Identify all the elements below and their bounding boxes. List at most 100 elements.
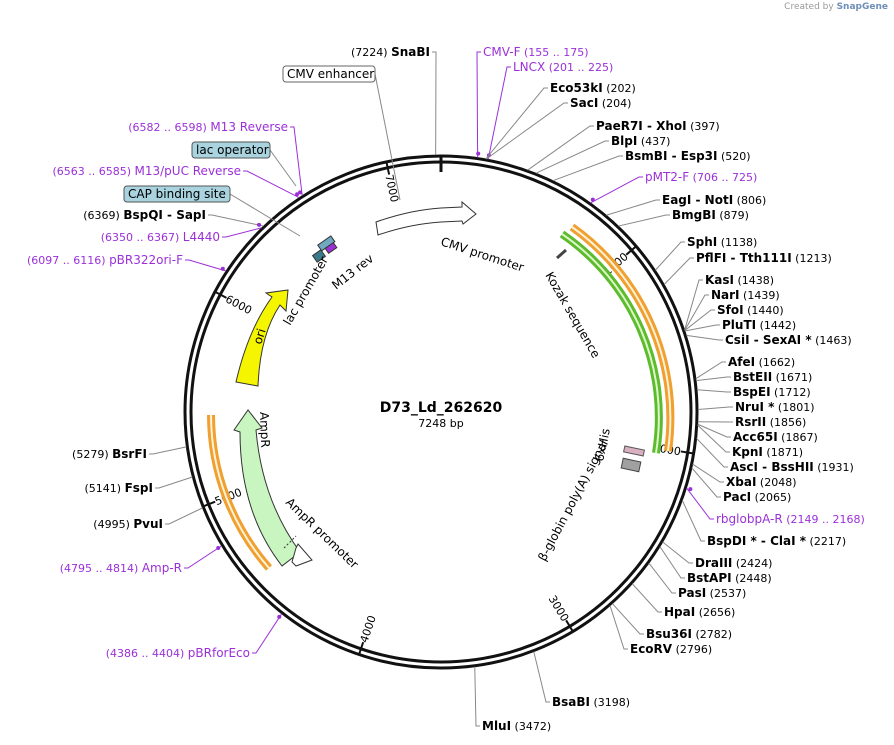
- enzyme-label[interactable]: PacI (2065): [723, 490, 791, 504]
- primer-label[interactable]: (4386 .. 4404) pBRforEco: [106, 646, 250, 660]
- enzyme-position: (2656): [695, 606, 735, 619]
- enzyme-label[interactable]: BstAPI (2448): [687, 571, 772, 585]
- primer-label[interactable]: (6563 .. 6585) M13/pUC Reverse: [52, 164, 241, 178]
- enzyme-name: BsmBI - Esp3I: [625, 149, 717, 163]
- enzyme-name: PluTI: [722, 318, 756, 332]
- leader-line: [609, 605, 628, 650]
- orf-green-arc-inner: [561, 233, 660, 454]
- leader-line: [695, 361, 726, 380]
- cap-box[interactable]: [123, 185, 231, 203]
- enzyme-label[interactable]: SfoI (1440): [717, 303, 784, 317]
- enzyme-label[interactable]: SacI (204): [570, 96, 631, 110]
- primer-label[interactable]: (6350 .. 6367) L4440: [101, 230, 220, 244]
- enzyme-position: (806): [733, 194, 766, 207]
- 6xhis-mark[interactable]: [623, 445, 645, 457]
- primer-site-mark: [216, 545, 221, 550]
- enzyme-label[interactable]: CsiI - SexAI * (1463): [725, 333, 852, 347]
- enzyme-label[interactable]: XbaI (2048): [726, 475, 796, 489]
- enzyme-label[interactable]: BspDI * - ClaI * (2217): [707, 534, 846, 548]
- enzyme-label[interactable]: SphI (1138): [687, 235, 757, 249]
- primer-range: (6582 .. 6598): [128, 121, 210, 134]
- primer-label[interactable]: LNCX (201 .. 225): [513, 60, 613, 74]
- credit-brand: SnapGene: [836, 2, 888, 12]
- kozak-mark[interactable]: [556, 248, 567, 260]
- enzyme-label[interactable]: (7224) SnaBI: [351, 45, 430, 59]
- enzyme-label[interactable]: AscI - BssHII (1931): [730, 460, 854, 474]
- enzyme-label[interactable]: PaeR7I - XhoI (397): [596, 119, 720, 133]
- primer-label[interactable]: (6582 .. 6598) M13 Reverse: [128, 120, 288, 134]
- primer-label[interactable]: CMV-F (155 .. 175): [483, 45, 589, 59]
- enzyme-label[interactable]: BsmBI - Esp3I (520): [625, 149, 751, 163]
- enzyme-label[interactable]: Acc65I (1867): [733, 430, 818, 444]
- enzyme-label[interactable]: MluI (3472): [482, 719, 551, 733]
- enzyme-label[interactable]: BsaBI (3198): [552, 695, 630, 709]
- enzyme-label[interactable]: (6369) BspQI - SapI: [83, 208, 206, 222]
- enzyme-label[interactable]: (5279) BsrFI: [72, 447, 147, 461]
- leader-line: [684, 324, 720, 332]
- enzyme-label[interactable]: KpnI (1871): [732, 445, 803, 459]
- enzyme-label[interactable]: BspEI (1712): [733, 385, 811, 399]
- enzyme-label[interactable]: PluTI (1442): [722, 318, 796, 332]
- leader-line: [696, 438, 728, 468]
- enzyme-label[interactable]: EagI - NotI (806): [662, 193, 766, 207]
- leader-line: [696, 389, 731, 393]
- enzyme-position: (520): [717, 150, 750, 163]
- enzyme-label[interactable]: PflFI - Tth111I (1213): [696, 251, 832, 265]
- primer-range: (706 .. 725): [689, 171, 757, 184]
- enzyme-name: SnaBI: [391, 45, 430, 59]
- enzyme-label[interactable]: KasI (1438): [705, 273, 774, 287]
- enzyme-label[interactable]: HpaI (2656): [664, 605, 735, 619]
- enzyme-name: CsiI - SexAI *: [725, 333, 812, 347]
- enzyme-label[interactable]: BmgBI (879): [672, 208, 749, 222]
- enzyme-name: PvuI: [133, 517, 163, 531]
- enzyme-label[interactable]: AfeI (1662): [728, 355, 795, 369]
- tick-mark: [358, 641, 365, 655]
- enzyme-name: BsaBI: [552, 695, 590, 709]
- polyA-mark[interactable]: [620, 457, 642, 473]
- cmv-enhancer-box[interactable]: [282, 65, 376, 83]
- leader-line: [184, 545, 222, 569]
- ori-arrow[interactable]: [235, 289, 289, 387]
- ampr-promoter-arrow[interactable]: [291, 543, 313, 567]
- primer-label[interactable]: rbglobpA-R (2149 .. 2168): [716, 512, 865, 526]
- cap-mark[interactable]: [311, 249, 327, 263]
- enzyme-name: Bsu36I: [646, 627, 692, 641]
- lac-operator-box[interactable]: [191, 141, 271, 159]
- primer-name: Amp-R: [142, 561, 182, 575]
- enzyme-name: BspQI - SapI: [123, 208, 206, 222]
- enzyme-label[interactable]: DraIII (2424): [695, 556, 772, 570]
- enzyme-label[interactable]: (5141) FspI: [85, 481, 153, 495]
- m13-rev-mark[interactable]: [324, 241, 338, 255]
- enzyme-label[interactable]: NarI (1439): [711, 288, 780, 302]
- tick-mark: [202, 500, 216, 508]
- feature-leader: [229, 193, 301, 237]
- leader-line: [208, 214, 264, 227]
- enzyme-position: (437): [637, 135, 670, 148]
- primer-label[interactable]: (6097 .. 6116) pBR322ori-F: [27, 253, 183, 267]
- plasmid-length: 7248 bp: [418, 417, 463, 430]
- 6xhis-label: 6xHis: [592, 427, 613, 463]
- primer-label[interactable]: pMT2-F (706 .. 725): [645, 170, 757, 184]
- enzyme-position: (2796): [672, 643, 712, 656]
- feature-arcs: [207, 200, 675, 571]
- leader-line: [611, 603, 644, 635]
- enzyme-position: (204): [598, 97, 631, 110]
- enzyme-label[interactable]: Bsu36I (2782): [646, 627, 732, 641]
- enzyme-label[interactable]: NruI * (1801): [735, 400, 815, 414]
- enzyme-position: (1931): [814, 461, 854, 474]
- primer-name: pBRforEco: [188, 646, 250, 660]
- enzyme-name: XbaI: [726, 475, 756, 489]
- enzyme-label[interactable]: RsrII (1856): [735, 415, 806, 429]
- enzyme-label[interactable]: (4995) PvuI: [93, 517, 163, 531]
- enzyme-name: FspI: [125, 481, 153, 495]
- primer-label[interactable]: (4795 .. 4814) Amp-R: [60, 561, 182, 575]
- enzyme-label[interactable]: Eco53kI (202): [550, 81, 636, 95]
- cmv-promoter-arrow[interactable]: [375, 200, 477, 236]
- enzyme-label[interactable]: BlpI (437): [611, 134, 670, 148]
- enzyme-label[interactable]: EcoRV (2796): [630, 642, 712, 656]
- enzyme-position: (5279): [72, 448, 112, 461]
- enzyme-label[interactable]: BstEII (1671): [733, 370, 812, 384]
- enzyme-label[interactable]: PasI (2537): [678, 586, 746, 600]
- enzyme-position: (6369): [83, 209, 123, 222]
